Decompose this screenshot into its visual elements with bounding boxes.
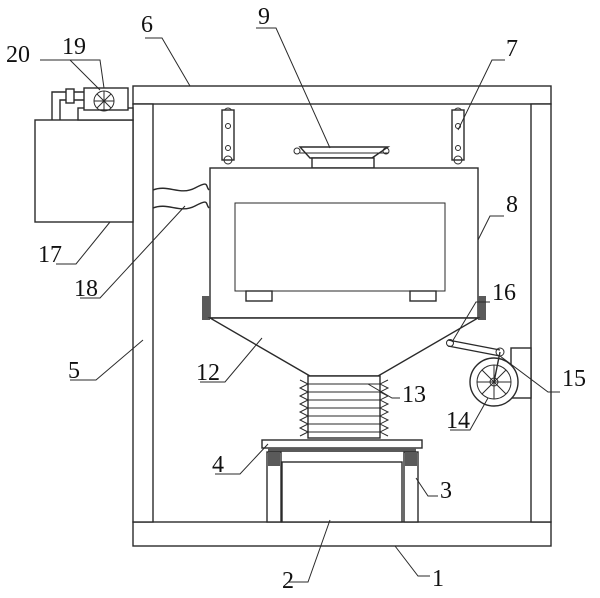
water-tank bbox=[34, 119, 134, 223]
part-labels: 20 19 6 9 7 8 17 18 5 16 12 13 15 14 4 3… bbox=[6, 4, 586, 594]
link-rod bbox=[447, 339, 501, 351]
leader-lines bbox=[40, 27, 560, 583]
water-tank-assembly bbox=[34, 87, 134, 223]
hose bbox=[152, 183, 210, 210]
table-top bbox=[261, 439, 423, 449]
base-plate bbox=[132, 521, 552, 547]
funnel bbox=[207, 317, 481, 377]
label-3: 3 bbox=[440, 478, 452, 504]
support-table bbox=[261, 439, 423, 523]
label-18: 18 bbox=[74, 276, 98, 302]
frame bbox=[132, 85, 552, 547]
collection-box bbox=[281, 461, 403, 523]
left-column bbox=[132, 103, 154, 523]
vibrator-right bbox=[478, 296, 486, 320]
label-8: 8 bbox=[506, 192, 518, 218]
label-20: 20 bbox=[6, 42, 30, 68]
hanger-left bbox=[221, 107, 235, 165]
label-15: 15 bbox=[562, 366, 586, 392]
right-column bbox=[530, 103, 552, 523]
top-plate bbox=[132, 85, 552, 105]
hanger-right bbox=[451, 107, 465, 165]
label-16: 16 bbox=[492, 280, 516, 306]
label-12: 12 bbox=[196, 360, 220, 386]
feed-inlet bbox=[293, 146, 391, 169]
label-9: 9 bbox=[258, 4, 270, 30]
bellows bbox=[298, 375, 390, 439]
label-13: 13 bbox=[402, 382, 426, 408]
drum-window bbox=[234, 202, 446, 292]
label-7: 7 bbox=[506, 36, 518, 62]
label-4: 4 bbox=[212, 452, 224, 478]
drive-assembly bbox=[446, 339, 532, 407]
label-14: 14 bbox=[446, 408, 470, 434]
mixing-drum bbox=[202, 167, 486, 320]
label-2: 2 bbox=[282, 568, 294, 594]
label-5: 5 bbox=[68, 358, 80, 384]
label-1: 1 bbox=[432, 566, 444, 592]
label-17: 17 bbox=[38, 242, 62, 268]
label-6: 6 bbox=[141, 12, 153, 38]
vibrator-left bbox=[202, 296, 210, 320]
label-19: 19 bbox=[62, 34, 86, 60]
